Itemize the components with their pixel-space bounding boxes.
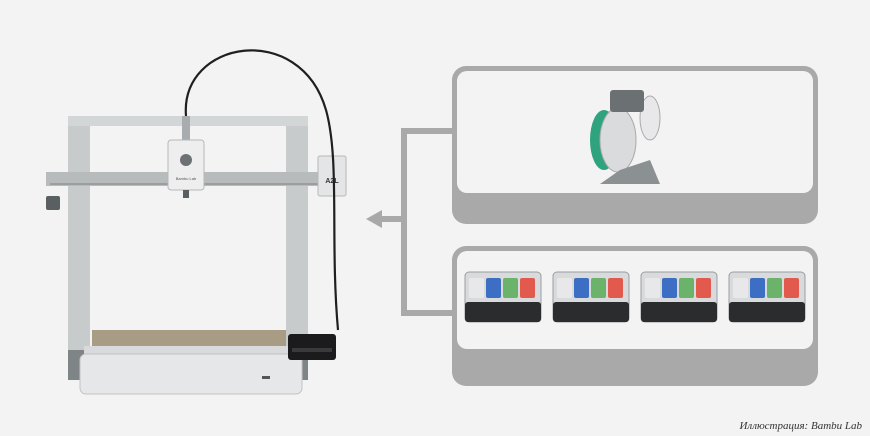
left-upright	[68, 116, 90, 378]
bracket-line	[401, 128, 452, 316]
ptfe-tube	[184, 49, 340, 331]
filament-spool-icon	[645, 278, 660, 298]
filament-spool-icon	[574, 278, 589, 298]
filament-spool-icon	[767, 278, 782, 298]
nozzle	[183, 190, 189, 198]
bed-carrier	[84, 346, 294, 354]
filament-spool-icon	[486, 278, 501, 298]
ams-feeder-base	[553, 302, 629, 322]
ams-unit	[552, 271, 630, 323]
filament-spool-icon	[662, 278, 677, 298]
ams-feeder-base	[729, 302, 805, 322]
model-label: A2L	[325, 178, 339, 185]
filament-spool-icon	[608, 278, 623, 298]
build-plate	[92, 330, 286, 346]
image-caption: Иллюстрация: Bambu Lab	[739, 420, 862, 432]
holder-stand	[600, 160, 660, 184]
panel-ams-units	[452, 246, 818, 386]
arrow-left-icon	[366, 210, 382, 228]
display-menu-bar	[292, 348, 332, 352]
toolhead-brand: Bambu Lab	[176, 176, 197, 181]
toolhead-fan-icon	[180, 154, 192, 166]
spool-holder-reel	[639, 95, 661, 141]
filament-spool-icon	[557, 278, 572, 298]
filament-spool-icon	[750, 278, 765, 298]
spool-flange	[599, 107, 637, 173]
ams-unit	[728, 271, 806, 323]
filament-spool-icon	[591, 278, 606, 298]
base-logo	[262, 376, 270, 379]
ams-feeder-base	[465, 302, 541, 322]
panel-single-spool	[452, 66, 818, 224]
filament-spool-icon	[503, 278, 518, 298]
filament-spool-icon	[520, 278, 535, 298]
printer-base	[79, 353, 303, 395]
filament-spool-icon	[733, 278, 748, 298]
ams-feeder-base	[641, 302, 717, 322]
filament-spool-icon	[696, 278, 711, 298]
panel-content	[457, 251, 813, 349]
connector	[378, 128, 452, 316]
printer: A2L Bambu Lab	[46, 49, 347, 395]
ams-unit	[640, 271, 718, 323]
filament-spool-icon	[679, 278, 694, 298]
touch-display	[288, 334, 336, 360]
toolhead-mount	[182, 116, 190, 144]
ams-unit	[464, 271, 542, 323]
right-motor-box	[317, 155, 347, 197]
spool-holder-knob	[46, 196, 60, 210]
ams-group	[464, 271, 806, 323]
filament-spool-icon	[469, 278, 484, 298]
feeder-motor	[610, 90, 644, 112]
filament-spool-icon	[784, 278, 799, 298]
